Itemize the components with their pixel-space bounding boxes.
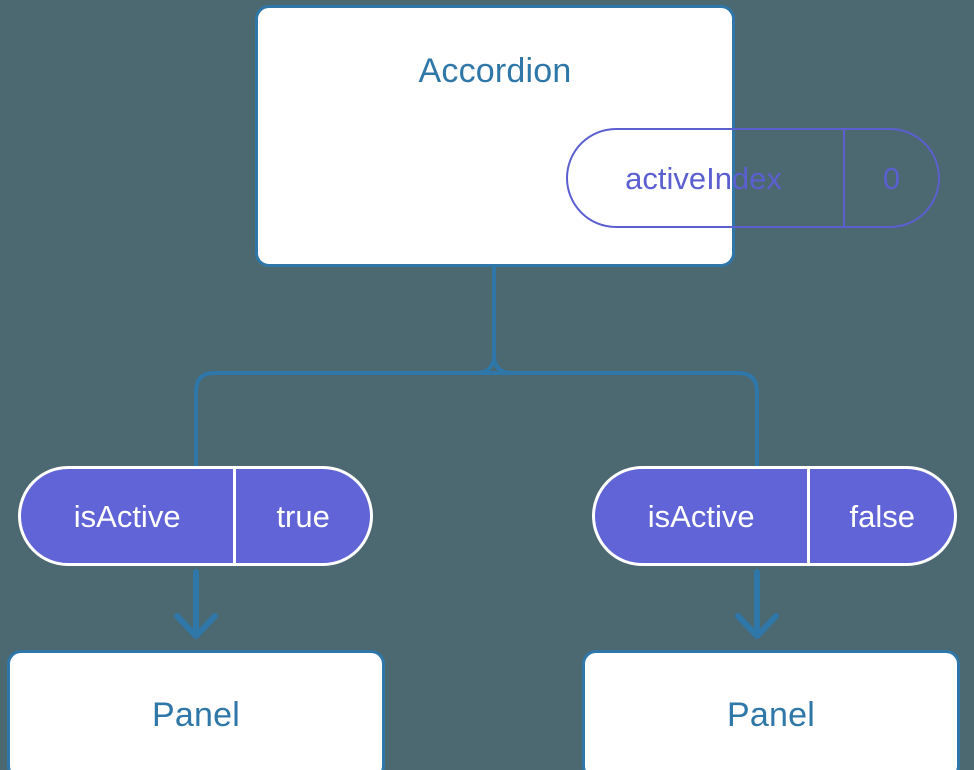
state-pill-key: activeIndex — [625, 160, 782, 196]
prop-pill-isactive-true[interactable]: isActive true — [18, 466, 373, 566]
component-title-accordion: Accordion — [418, 52, 572, 90]
down-arrow-right-head — [735, 613, 779, 639]
prop-pill-key: isActive — [647, 498, 755, 534]
state-pill-value: 0 — [843, 130, 938, 226]
tree-edge-trunk-fillet-left — [474, 353, 496, 375]
state-pill-activeindex[interactable]: activeIndex 0 — [566, 128, 940, 228]
tree-edge-trunk — [492, 265, 514, 375]
component-title-panel-right: Panel — [727, 696, 815, 734]
component-card-panel-left[interactable]: Panel — [7, 650, 385, 770]
prop-pill-value: false — [807, 469, 954, 563]
component-card-accordion[interactable]: Accordion activeIndex 0 — [255, 5, 940, 267]
prop-pill-value: true — [233, 469, 370, 563]
down-arrow-left-head — [174, 613, 218, 639]
prop-pill-key: isActive — [73, 498, 181, 534]
tree-edge-right — [492, 371, 759, 469]
component-title-panel-left: Panel — [152, 696, 240, 734]
tree-edge-left — [194, 371, 496, 469]
component-card-panel-right[interactable]: Panel — [582, 650, 960, 770]
prop-pill-isactive-false[interactable]: isActive false — [592, 466, 957, 566]
